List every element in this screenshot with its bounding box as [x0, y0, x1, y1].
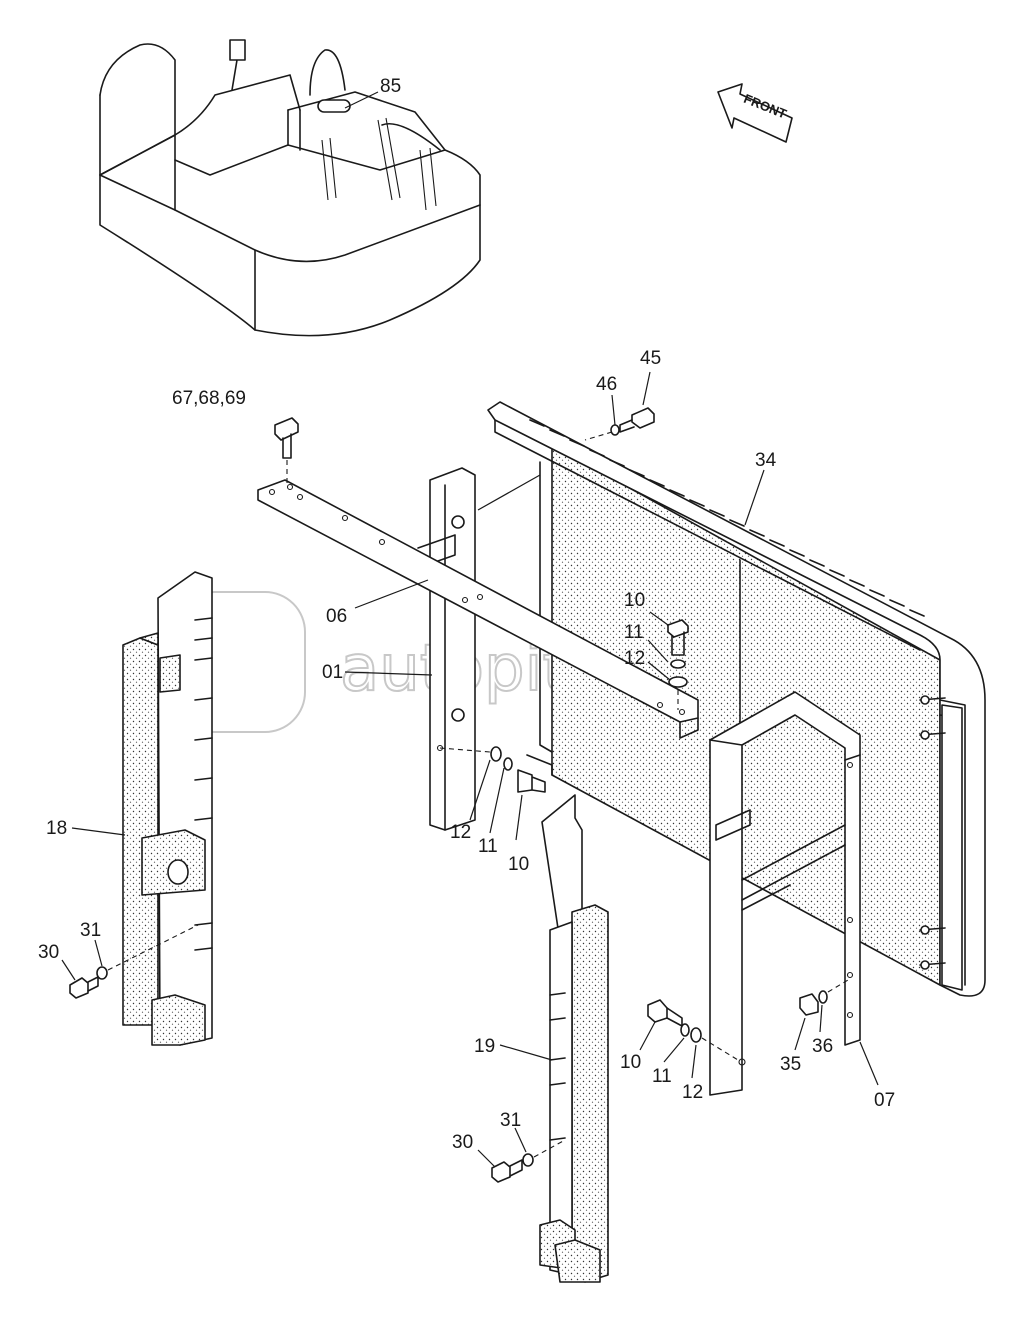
- seal-18: [122, 571, 213, 1046]
- fasteners: [69, 407, 849, 1183]
- callout-10-middle: 10: [508, 854, 529, 875]
- callout-11-middle: 11: [478, 836, 498, 857]
- callout-12-lower: 12: [682, 1082, 703, 1103]
- callout-67-68-69: 67,68,69: [172, 388, 246, 409]
- callout-12-upper: 12: [624, 648, 645, 669]
- callout-10-lower: 10: [620, 1052, 641, 1073]
- callout-12-middle: 12: [450, 822, 471, 843]
- callout-46: 46: [596, 374, 617, 395]
- callout-07: 07: [874, 1090, 895, 1111]
- callout-30-center: 30: [452, 1132, 473, 1153]
- callout-30-left: 30: [38, 942, 59, 963]
- callout-36: 36: [812, 1036, 833, 1057]
- callout-01: 01: [322, 662, 343, 683]
- radiator-louvers: [529, 419, 925, 617]
- radiator-core: [487, 401, 986, 997]
- callout-31-center: 31: [500, 1110, 521, 1131]
- callout-45: 45: [640, 348, 661, 369]
- callout-35: 35: [780, 1054, 801, 1075]
- bolt-67: [274, 417, 299, 441]
- stay-06: [257, 479, 699, 739]
- leader-lines: [61, 91, 879, 1168]
- bracket-01: [417, 467, 476, 831]
- callout-34: 34: [755, 450, 777, 471]
- washer-46: [610, 424, 620, 436]
- seal-19: [539, 794, 609, 1283]
- callout-31-left: 31: [80, 920, 101, 941]
- filler-cap: [317, 99, 351, 113]
- callout-11-upper: 11: [624, 622, 644, 643]
- callout-11-lower: 11: [652, 1066, 672, 1087]
- bolt-10a: [667, 619, 689, 638]
- callout-10-upper: 10: [624, 590, 645, 611]
- callout-19: 19: [474, 1036, 495, 1057]
- front-direction-arrow: FRONT: [717, 83, 793, 143]
- bolt-45: [631, 407, 655, 429]
- frame-07: [709, 691, 861, 1096]
- callout-85: 85: [380, 76, 401, 97]
- machine-body: [99, 39, 481, 337]
- callout-labels: 85 45 46 67,68,69 34 10 11 12 06 01 12 1…: [38, 76, 895, 1153]
- callout-06: 06: [326, 606, 347, 627]
- callout-18: 18: [46, 818, 67, 839]
